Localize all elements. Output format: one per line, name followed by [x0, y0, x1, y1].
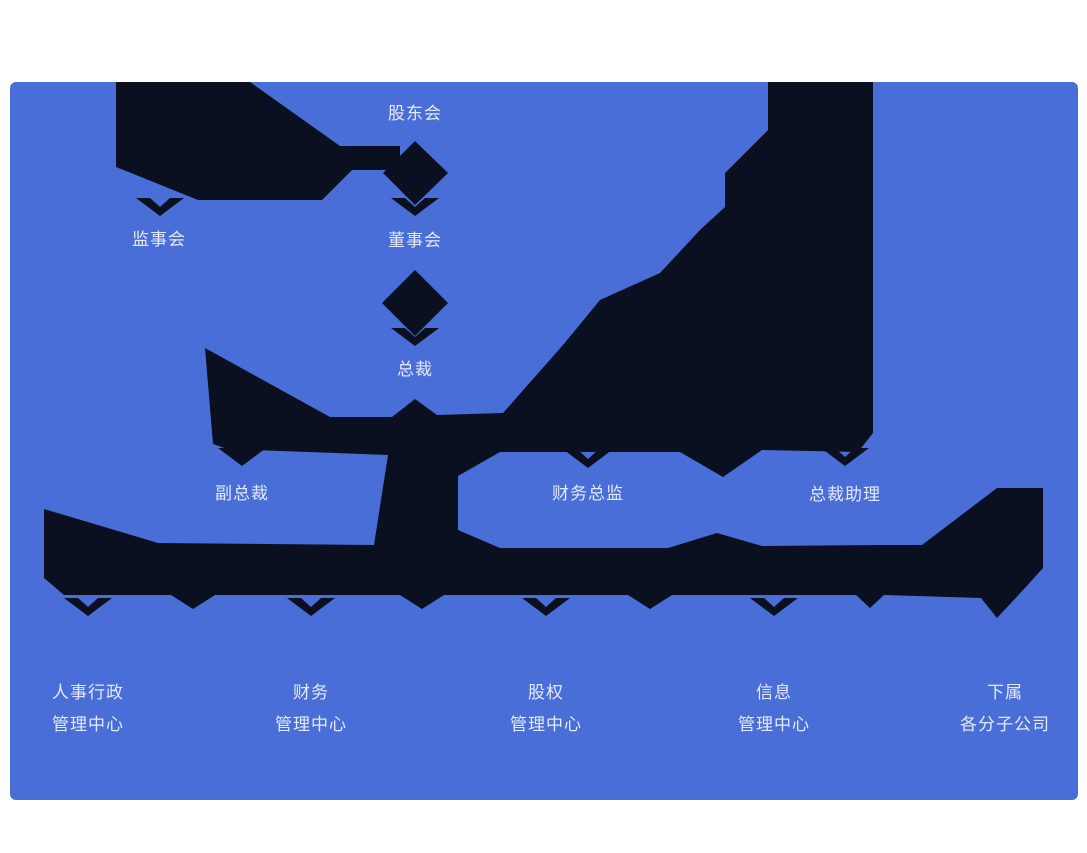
node-label: 总裁: [397, 360, 433, 379]
node-equity-center: 股权 管理中心: [510, 677, 582, 741]
node-label: 副总裁: [215, 484, 269, 503]
node-hr-admin-center: 人事行政 管理中心: [52, 677, 124, 741]
node-board-of-directors: 董事会: [388, 225, 442, 257]
node-subsidiaries: 下属 各分子公司: [960, 677, 1050, 741]
diamond-arrow-icon: [382, 270, 448, 336]
node-label-line1: 人事行政: [52, 683, 124, 702]
connector-topleft: [116, 82, 400, 200]
node-finance-center: 财务 管理中心: [275, 677, 347, 741]
node-vice-president: 副总裁: [215, 478, 269, 510]
node-president-assistant: 总裁助理: [809, 479, 881, 511]
node-label-line1: 信息: [756, 683, 792, 702]
node-label: 股东会: [388, 104, 442, 123]
connector-blobs: [44, 82, 1043, 618]
connector-main: [44, 82, 1043, 618]
node-label-line2: 各分子公司: [960, 715, 1050, 734]
node-label-line2: 管理中心: [738, 715, 810, 734]
node-supervisory-board: 监事会: [132, 224, 186, 256]
node-label-line1: 下属: [987, 683, 1023, 702]
node-president: 总裁: [397, 354, 433, 386]
node-label-line2: 管理中心: [52, 715, 124, 734]
node-label-line2: 管理中心: [275, 715, 347, 734]
node-label: 董事会: [388, 231, 442, 250]
node-label-line1: 财务: [293, 683, 329, 702]
node-label-line1: 股权: [528, 683, 564, 702]
node-info-center: 信息 管理中心: [738, 677, 810, 741]
node-label: 财务总监: [552, 484, 624, 503]
node-label-line2: 管理中心: [510, 715, 582, 734]
node-label: 总裁助理: [809, 485, 881, 504]
node-shareholders-meeting: 股东会: [388, 98, 442, 130]
node-label: 监事会: [132, 230, 186, 249]
diamond-arrow-icon: [383, 141, 448, 205]
node-finance-director: 财务总监: [552, 478, 624, 510]
